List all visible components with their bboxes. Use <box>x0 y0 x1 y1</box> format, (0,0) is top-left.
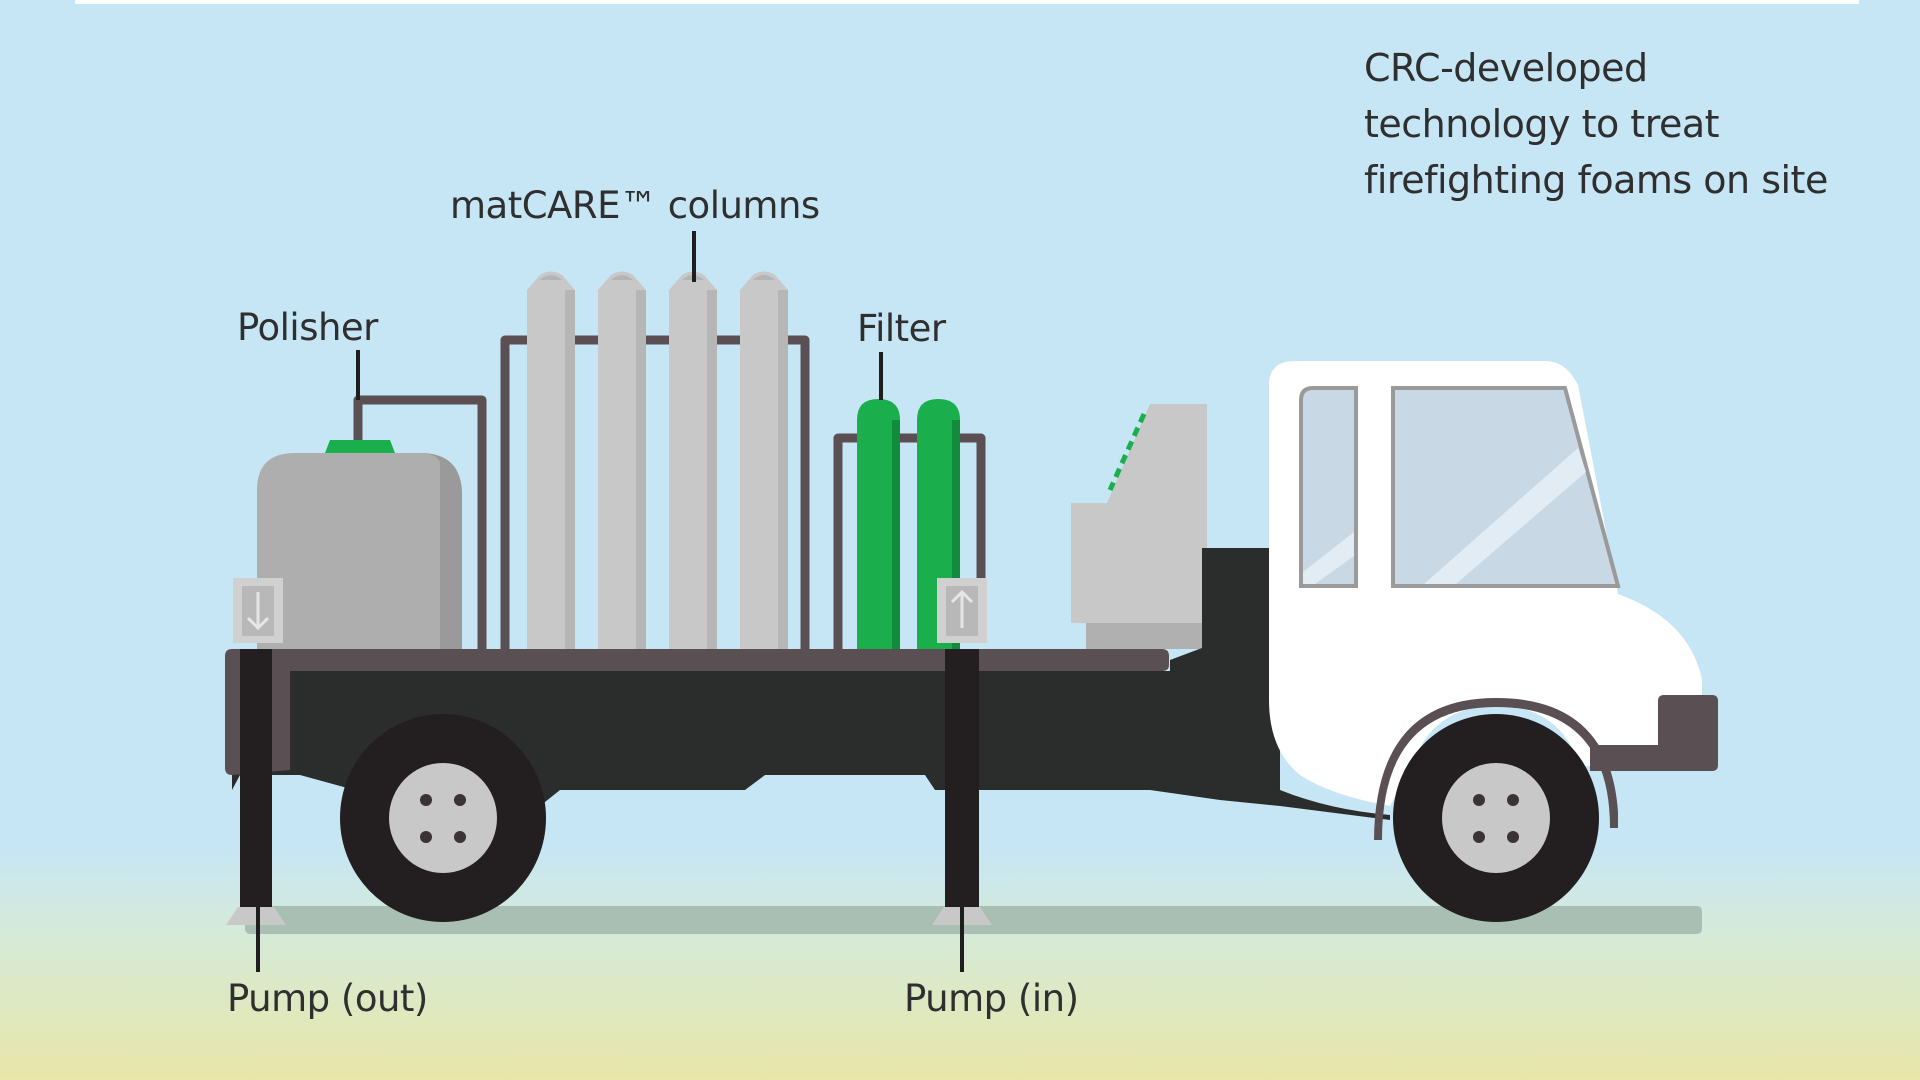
pump-in <box>932 578 992 925</box>
filter-label: Filter <box>857 307 946 350</box>
caption-text: CRC-developed technology to treat firefi… <box>1364 40 1828 208</box>
caption-line: firefighting foams on site <box>1364 158 1828 202</box>
polisher-label: Polisher <box>237 306 378 349</box>
polisher-tank <box>257 440 462 649</box>
column-3 <box>669 271 717 649</box>
front-bumper <box>1590 695 1718 771</box>
pump-out-label: Pump (out) <box>227 977 428 1020</box>
side-window <box>1299 386 1358 588</box>
polisher-pipes <box>353 395 487 649</box>
front-wheel <box>1393 714 1599 922</box>
arrow-down-icon <box>246 592 270 631</box>
matcare-columns-label: matCARE™ columns <box>450 184 820 227</box>
generator-block <box>1071 404 1207 649</box>
rear-wheel <box>340 714 546 922</box>
filter-pipe <box>833 433 986 649</box>
leader-lines <box>256 231 964 972</box>
column-4 <box>740 271 788 649</box>
polisher-cap <box>325 440 395 453</box>
top-white-bar <box>75 0 1859 4</box>
caption-line: CRC-developed <box>1364 46 1648 90</box>
caption-line: technology to treat <box>1364 102 1720 146</box>
truck-cab <box>1269 361 1718 840</box>
matcare-columns <box>527 271 788 649</box>
column-1 <box>527 271 575 649</box>
pump-out <box>226 578 286 925</box>
filter-1 <box>857 399 900 649</box>
pump-in-label: Pump (in) <box>904 977 1079 1020</box>
flatbed-deck <box>225 649 1169 775</box>
column-2 <box>598 271 646 649</box>
arrow-up-icon <box>950 589 974 628</box>
front-window <box>1391 386 1621 588</box>
